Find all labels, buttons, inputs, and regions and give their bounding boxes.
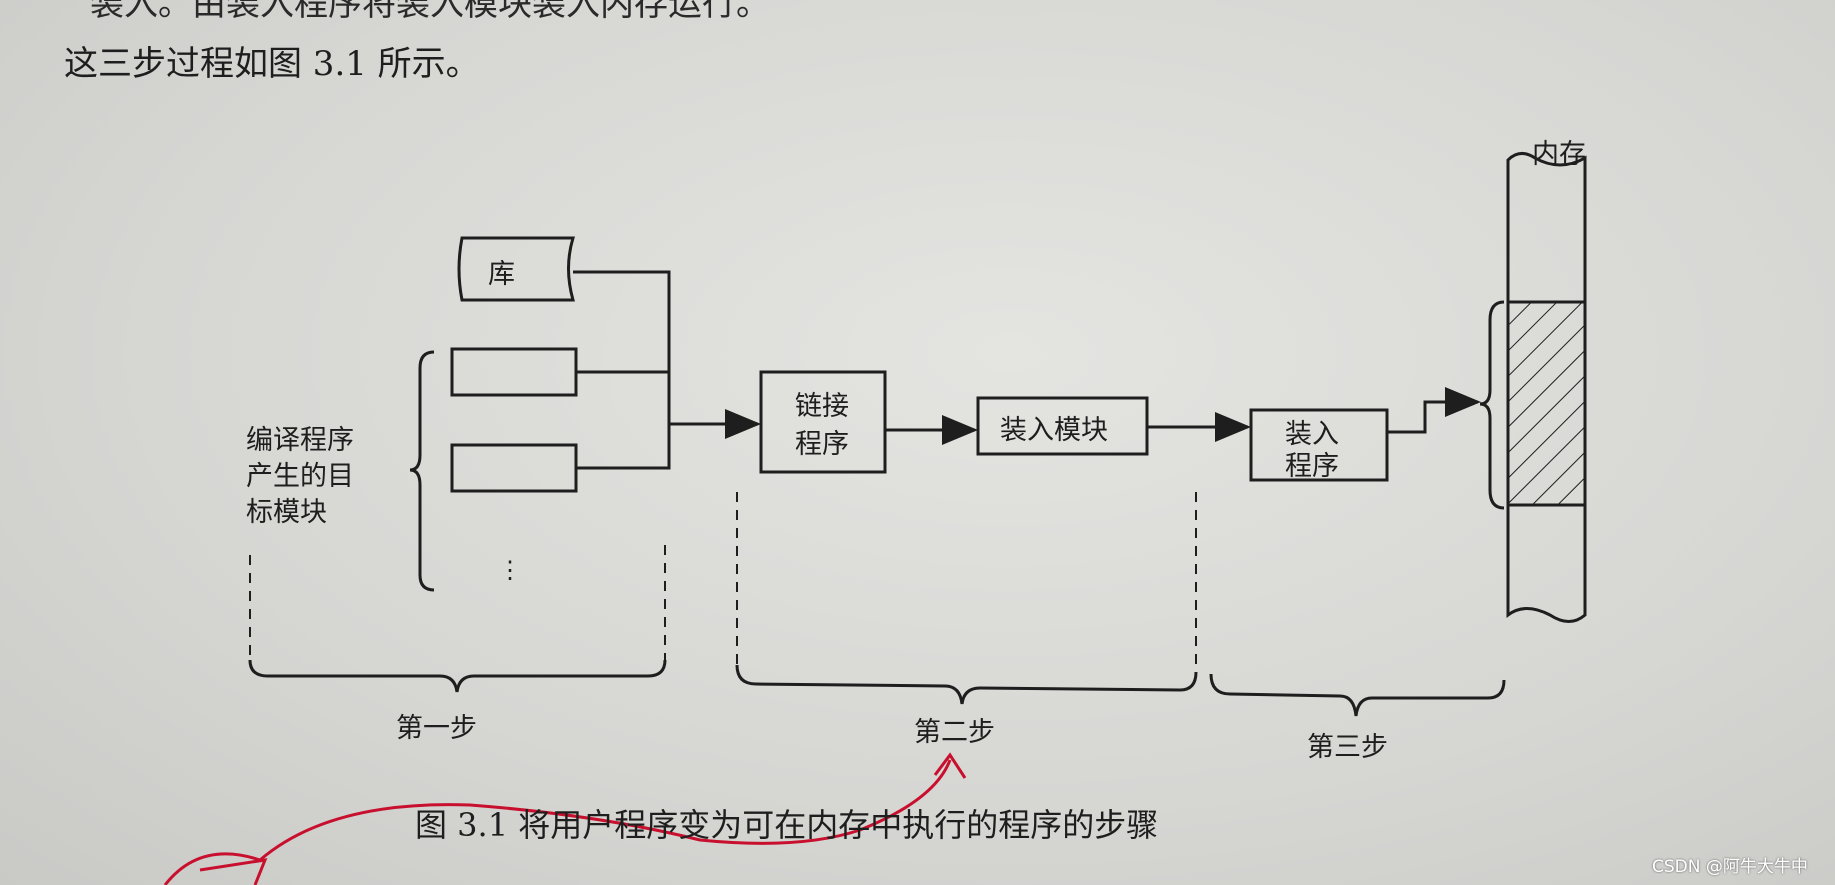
object-module-box-2 xyxy=(450,443,578,493)
memory-column xyxy=(1506,152,1587,623)
step-divider-lines xyxy=(249,492,1197,665)
load-module-label: 装入模块 xyxy=(1000,415,1108,446)
handwritten-arrowhead-icon xyxy=(199,858,268,885)
memory-brace xyxy=(1479,300,1505,510)
step-3-brace xyxy=(1209,673,1506,717)
step-2-label: 第二步 xyxy=(914,717,995,748)
compiled-modules-label-1: 编译程序 xyxy=(246,425,354,456)
compiled-modules-label-2: 产生的目 xyxy=(246,461,354,492)
connector-lines xyxy=(573,270,671,470)
linker-label-2: 程序 xyxy=(795,429,849,460)
linker-box xyxy=(759,370,887,474)
watermark: CSDN @阿牛大牛中 xyxy=(1652,857,1808,877)
memory-loaded-region xyxy=(1508,302,1585,505)
figure-caption: 图 3.1 将用户程序变为可在内存中执行的程序的步骤 xyxy=(415,806,1159,844)
step-1-brace xyxy=(248,659,667,693)
handwritten-arrowhead-icon xyxy=(933,752,967,779)
step-1-label: 第一步 xyxy=(396,713,477,744)
loader-box xyxy=(1249,408,1389,482)
body-text-line-2: 这三步过程如图 3.1 所示。 xyxy=(64,44,480,84)
step-3-label: 第三步 xyxy=(1307,732,1388,763)
ellipsis: ⋮ xyxy=(498,556,522,584)
step-2-brace xyxy=(735,664,1198,705)
loader-label-2: 程序 xyxy=(1285,451,1339,482)
memory-label: 内存 xyxy=(1532,139,1586,170)
object-modules-brace xyxy=(409,350,435,592)
library-label: 库 xyxy=(488,259,515,290)
linker-label-1: 链接 xyxy=(795,391,849,422)
arrow-to-memory xyxy=(1387,387,1481,434)
compiled-modules-label-3: 标模块 xyxy=(246,497,327,528)
object-module-box-1 xyxy=(450,347,578,397)
library-box xyxy=(457,236,576,302)
body-text-line-1: 装入。由装入程序将装入模块装入内存运行。 xyxy=(90,0,770,24)
loader-label-1: 装入 xyxy=(1285,419,1339,450)
